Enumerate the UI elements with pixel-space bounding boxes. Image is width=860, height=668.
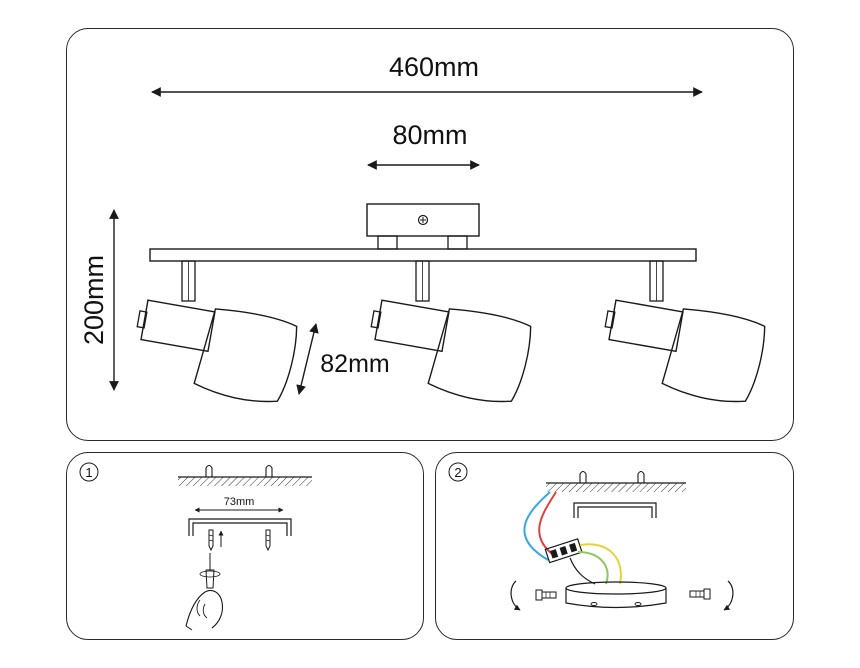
ceiling-base (366, 203, 480, 250)
ceiling-anchor-icons-2 (579, 470, 645, 483)
side-screw-right-icon (689, 588, 711, 600)
ceiling-hatch-1 (178, 476, 312, 486)
step-1-badge (79, 462, 99, 482)
ceiling-hatch-2 (546, 482, 686, 492)
height-label: 200mm (79, 255, 109, 345)
mounting-bar (149, 248, 697, 262)
fixture-wires (569, 543, 622, 585)
hand-screwdriver-icon (185, 553, 224, 631)
ceiling-anchor-icons-1 (205, 464, 273, 477)
shade-diameter-label: 82mm (320, 350, 389, 378)
supply-wires (523, 491, 557, 561)
mounting-bracket-2 (573, 502, 657, 518)
shade-diameter-arrow (296, 323, 319, 395)
step-1-number: 1 (85, 465, 92, 480)
mount-spacing-label: 73mm (224, 496, 255, 508)
mounting-bracket-1 (188, 518, 292, 536)
spotlight-head-1 (136, 260, 298, 403)
spotlight-head-3 (604, 260, 766, 403)
terminal-block (544, 538, 583, 564)
length-label: 460mm (389, 52, 479, 82)
rotate-arrow-right-icon (723, 580, 734, 611)
spotlight-head-2 (370, 260, 532, 403)
screw-icon (417, 214, 429, 226)
canopy-disc (565, 581, 667, 609)
step-2-number: 2 (454, 465, 461, 480)
step-2-badge (448, 462, 468, 482)
screw-icons-1 (208, 529, 271, 552)
rotate-arrow-left-icon (510, 580, 521, 611)
side-screw-left-icon (535, 589, 557, 601)
base-width-label: 80mm (392, 120, 467, 150)
